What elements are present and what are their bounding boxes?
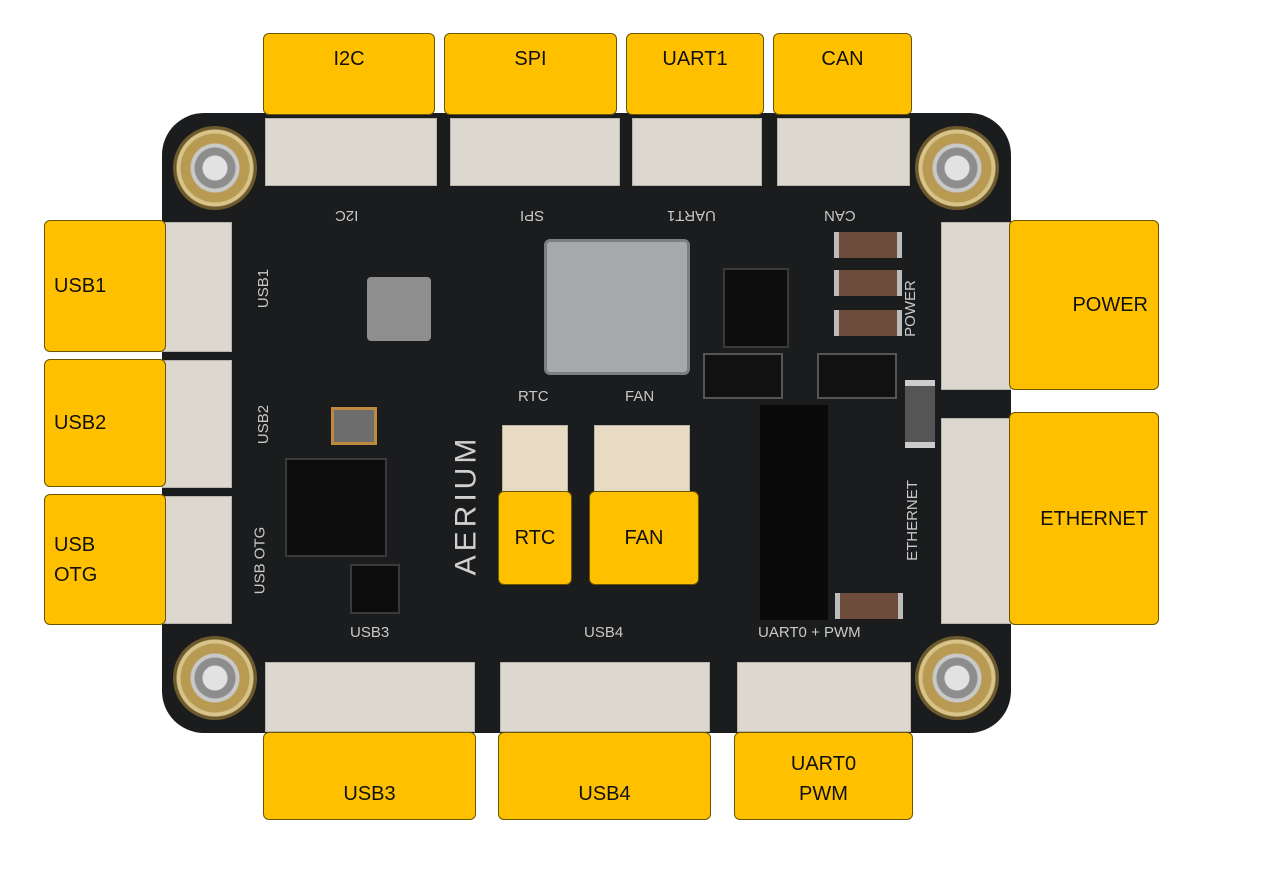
ic-chip-small	[350, 564, 400, 614]
callout-usb-otg: USB OTG	[44, 494, 166, 625]
silk-uart0-pwm: UART0 + PWM	[758, 624, 861, 641]
capacitor-2	[834, 270, 902, 296]
brand-logo: AERIUM	[449, 434, 483, 576]
callout-usb3: USB3	[263, 732, 476, 820]
callout-i2c: I2C	[263, 33, 435, 115]
connector-uart1	[632, 118, 762, 186]
silk-rtc: RTC	[518, 388, 549, 405]
callout-ethernet-text: ETHERNET	[1040, 507, 1148, 530]
callout-fan-text: FAN	[624, 527, 664, 549]
connector-fan	[594, 425, 690, 495]
ethernet-magnetics	[760, 405, 828, 620]
diode-1	[703, 353, 783, 399]
silk-usb-otg: USB OTG	[251, 526, 269, 595]
callout-usb4: USB4	[498, 732, 711, 820]
callout-uart0-line1: UART0	[790, 753, 857, 775]
callout-usb2-text: USB2	[54, 412, 107, 434]
small-inductor	[367, 277, 431, 341]
mounting-hole-top-right	[915, 126, 999, 210]
callout-rtc-text: RTC	[514, 527, 556, 549]
connector-usb-otg	[162, 496, 232, 624]
callout-uart1: UART1	[626, 33, 764, 115]
callout-uart0-line2: PWM	[799, 783, 848, 805]
callout-rtc: RTC	[498, 491, 572, 585]
mounting-hole-top-left	[173, 126, 257, 210]
silk-usb1: USB1	[255, 268, 273, 309]
inductor	[544, 239, 690, 375]
connector-usb4	[500, 662, 710, 732]
fuse	[905, 380, 935, 448]
callout-usb3-text: USB3	[343, 783, 396, 805]
silk-uart1: UART1	[667, 207, 716, 224]
capacitor-4	[835, 593, 903, 619]
connector-usb2	[162, 360, 232, 488]
pcb-board	[162, 113, 1011, 733]
connector-usb1	[162, 222, 232, 352]
callout-usb-otg-line1: USB	[54, 533, 96, 556]
silk-ethernet: ETHERNET	[903, 480, 921, 561]
callout-usb1: USB1	[44, 220, 166, 352]
callout-can-text: CAN	[821, 48, 864, 70]
callout-i2c-text: I2C	[333, 48, 365, 70]
capacitor-1	[834, 232, 902, 258]
callout-can: CAN	[773, 33, 912, 115]
connector-power	[941, 222, 1011, 390]
callout-usb-otg-line2: OTG	[54, 563, 98, 586]
diode-2	[817, 353, 897, 399]
microcontroller-chip	[285, 458, 387, 557]
callout-usb4-text: USB4	[578, 783, 631, 805]
mounting-hole-bottom-right	[915, 636, 999, 720]
connector-can	[777, 118, 910, 186]
callout-power: POWER	[1009, 220, 1159, 390]
callout-uart1-text: UART1	[662, 48, 728, 70]
callout-fan: FAN	[589, 491, 699, 585]
connector-ethernet	[941, 418, 1011, 624]
connector-i2c	[265, 118, 437, 186]
connector-rtc	[502, 425, 568, 495]
silk-can: CAN	[824, 207, 856, 224]
silk-usb4: USB4	[584, 624, 624, 641]
callout-usb1-text: USB1	[54, 275, 107, 297]
callout-spi-text: SPI	[514, 48, 547, 70]
callout-usb2: USB2	[44, 359, 166, 487]
callout-ethernet: ETHERNET	[1009, 412, 1159, 625]
callout-uart0-pwm: UART0 PWM	[734, 732, 913, 820]
callout-spi: SPI	[444, 33, 617, 115]
silk-power: POWER	[901, 280, 919, 337]
callout-power-text: POWER	[1072, 294, 1148, 316]
silk-usb2: USB2	[255, 404, 273, 445]
connector-usb3	[265, 662, 475, 732]
silk-i2c: I2C	[335, 207, 359, 224]
silk-fan: FAN	[625, 388, 655, 405]
capacitor-3	[834, 310, 902, 336]
crystal	[331, 407, 377, 445]
silk-usb3: USB3	[350, 624, 390, 641]
connector-spi	[450, 118, 620, 186]
connector-uart0-pwm	[737, 662, 911, 732]
mounting-hole-bottom-left	[173, 636, 257, 720]
silk-spi: SPI	[520, 207, 545, 224]
ic-chip	[723, 268, 789, 348]
